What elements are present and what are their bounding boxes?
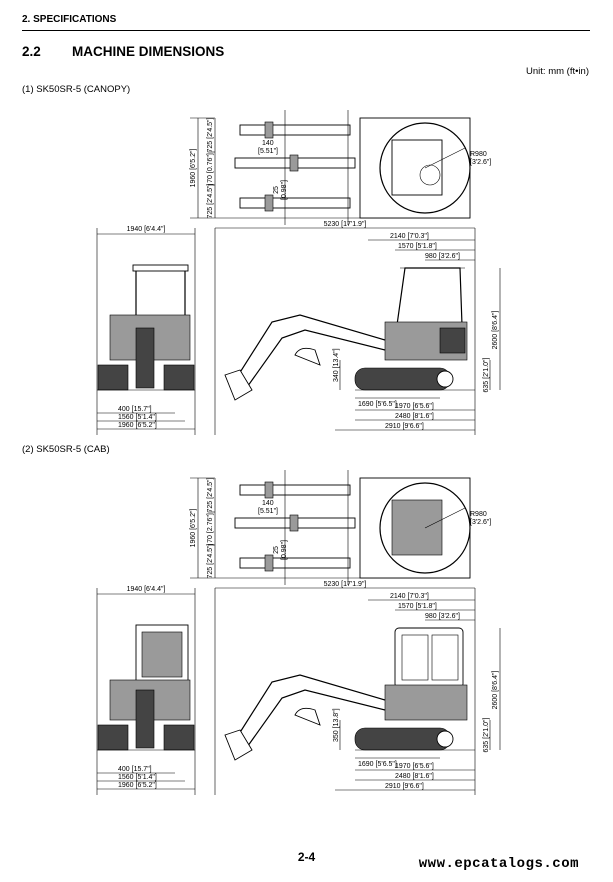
side-blade: 340 [13.4"]	[333, 348, 340, 382]
side-d1570: 1570 [5'1.8"]	[398, 603, 437, 610]
side-height: 2600 [8'6.4"]	[492, 671, 499, 710]
top-radius: R980	[470, 511, 487, 518]
canopy-top-view: 1960 [6'5.2"] 725 [2'4.5"] 70 [0.76"] 72…	[190, 110, 491, 225]
section-number: 2.2	[22, 44, 41, 59]
front-track-1560: 1560 [5'1.4"]	[118, 414, 157, 421]
top-dim-70: 70 [2.76"]	[207, 513, 214, 543]
side-d1690: 1690 [5'6.5"]	[358, 761, 397, 768]
cab-drawing: 1960 [6'5.2"] 725 [2'4.5"] 70 [2.76"] 72…	[96, 470, 501, 795]
front-track-1960: 1960 [6'5.2"]	[118, 422, 157, 429]
side-d2140: 2140 [7'0.3"]	[390, 233, 429, 240]
front-track-1560: 1560 [5'1.4"]	[118, 774, 157, 781]
side-d2910: 2910 [9'6.6"]	[385, 783, 424, 790]
top-dim-140-ft: [5.51"]	[258, 508, 278, 515]
front-track-400: 400 [15.7"]	[118, 766, 152, 773]
side-d1970: 1970 [6'5.6"]	[395, 403, 434, 410]
diagram-caption-cab: (2) SK50SR-5 (CAB)	[22, 444, 110, 455]
side-d1970: 1970 [6'5.6"]	[395, 763, 434, 770]
top-dim-140: 140	[262, 500, 274, 507]
top-dim-25-ft: [0.98"]	[281, 180, 288, 200]
side-d2910: 2910 [9'6.6"]	[385, 423, 424, 430]
section-title: MACHINE DIMENSIONS	[72, 44, 225, 59]
side-d2140: 2140 [7'0.3"]	[390, 593, 429, 600]
top-dim-140-ft: [5.51"]	[258, 148, 278, 155]
site-watermark[interactable]: www.epcatalogs.com	[418, 856, 579, 872]
side-ground: 635 [2'1.0"]	[483, 717, 490, 752]
side-length: 5230 [17'1.9"]	[324, 221, 367, 228]
side-length: 5230 [17'1.9"]	[324, 581, 367, 588]
side-blade: 350 [13.8"]	[333, 708, 340, 742]
top-radius: R980	[470, 151, 487, 158]
canopy-side-view: 5230 [17'1.9"] 2140 [7'0.3"] 1570 [5'1.8…	[214, 221, 501, 435]
top-dim-725b: 725 [2'4.5"]	[207, 183, 214, 218]
top-dim-1960: 1960 [6'5.2"]	[190, 149, 197, 188]
side-height: 2600 [8'6.4"]	[492, 311, 499, 350]
side-d2480: 2480 [8'1.6"]	[395, 413, 434, 420]
front-track-400: 400 [15.7"]	[118, 406, 152, 413]
cab-top-view: 1960 [6'5.2"] 725 [2'4.5"] 70 [2.76"] 72…	[190, 470, 491, 585]
side-d2480: 2480 [8'1.6"]	[395, 773, 434, 780]
top-radius-ft: [3'2.6"]	[470, 519, 491, 526]
top-dim-725a: 725 [2'4.5"]	[207, 117, 214, 152]
top-radius-ft: [3'2.6"]	[470, 159, 491, 166]
top-dim-725b: 725 [2'4.5"]	[207, 543, 214, 578]
header-rule	[22, 30, 590, 31]
side-d1690: 1690 [5'6.5"]	[358, 401, 397, 408]
cab-front-view: 1940 [6'4.4"] 400 [15.7"] 1560 [5'1.4"] …	[96, 586, 196, 795]
diagram-caption-canopy: (1) SK50SR-5 (CANOPY)	[22, 84, 131, 95]
side-d980: 980 [3'2.6"]	[425, 253, 460, 260]
page-number: 2-4	[297, 850, 316, 864]
top-dim-725a: 725 [2'4.5"]	[207, 477, 214, 512]
canopy-front-view: 1940 [6'4.4"] 400 [15.7"] 1560 [5'1.4"] …	[96, 226, 196, 435]
front-width-total: 1940 [6'4.4"]	[127, 226, 166, 233]
front-track-1960: 1960 [6'5.2"]	[118, 782, 157, 789]
side-d1570: 1570 [5'1.8"]	[398, 243, 437, 250]
top-dim-1960: 1960 [6'5.2"]	[190, 509, 197, 548]
cab-side-view: 5230 [17'1.9"] 2140 [7'0.3"] 1570 [5'1.8…	[214, 581, 501, 795]
top-dim-70: 70 [0.76"]	[207, 153, 214, 183]
top-dim-25-ft: [0.98"]	[281, 540, 288, 560]
canopy-drawing: 1960 [6'5.2"] 725 [2'4.5"] 70 [0.76"] 72…	[96, 110, 501, 435]
top-dim-25: 25	[273, 546, 280, 554]
front-width-total: 1940 [6'4.4"]	[127, 586, 166, 593]
side-d980: 980 [3'2.6"]	[425, 613, 460, 620]
top-dim-140: 140	[262, 140, 274, 147]
section-header: 2. SPECIFICATIONS	[22, 14, 117, 25]
unit-note: Unit: mm (ft•in)	[526, 66, 589, 77]
side-ground: 635 [2'1.0"]	[483, 357, 490, 392]
top-dim-25: 25	[273, 186, 280, 194]
